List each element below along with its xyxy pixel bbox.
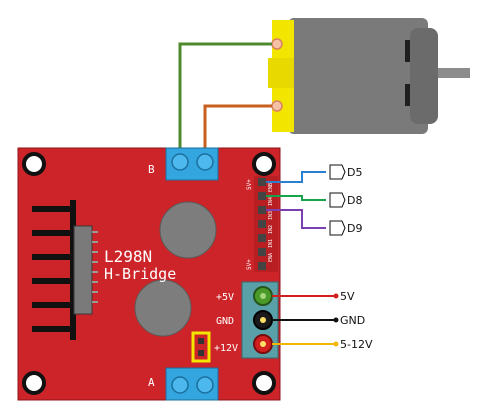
header-pin-label: ENB	[268, 183, 274, 192]
connector-d9	[329, 220, 346, 236]
header-pin	[258, 262, 266, 270]
motor-wire-orange	[203, 104, 272, 152]
mounting-hole	[22, 371, 46, 395]
dc-motor	[268, 18, 470, 134]
screw-terminal	[171, 376, 189, 394]
header-5v-label: 5V+	[246, 259, 253, 270]
motor-endcap	[410, 28, 438, 124]
wire-d8	[266, 195, 326, 201]
motor-slot	[405, 84, 410, 106]
header-5v-label: 5V+	[246, 179, 253, 190]
motor-slot	[405, 40, 410, 62]
header-pin-label: ENA	[268, 253, 274, 262]
power-label-gnd: GND	[216, 316, 234, 327]
header-pin	[258, 206, 266, 214]
power-label-12v: +12V	[214, 343, 238, 354]
capacitor	[159, 201, 217, 259]
motor-terminal	[271, 100, 283, 112]
heatsink	[32, 200, 98, 340]
capacitor	[134, 279, 192, 337]
terminal-b-label: B	[148, 163, 155, 176]
power-out-gnd: GND	[340, 314, 365, 327]
wire-d5	[266, 171, 326, 183]
power-out-12v: 5-12V	[340, 338, 373, 351]
motor-terminal	[271, 38, 283, 50]
header-pin	[258, 220, 266, 228]
screw-terminal	[196, 376, 214, 394]
terminal-a-label: A	[148, 376, 155, 389]
chip-name: L298N	[104, 247, 152, 266]
power-label-5v: +5V	[216, 292, 234, 303]
wire-d9	[266, 209, 326, 229]
header-pin	[258, 234, 266, 242]
l298n-board: B A L298N H-Bridg	[17, 147, 281, 401]
mounting-hole	[22, 152, 46, 176]
ic-chip	[73, 225, 93, 315]
mounting-hole	[252, 371, 276, 395]
screw-terminal	[171, 153, 189, 171]
header-pin-label: IN1	[268, 239, 274, 248]
motor-bushing	[268, 58, 294, 88]
connector-d8	[329, 192, 346, 208]
chip-subtitle: H-Bridge	[104, 265, 176, 283]
connector-d5	[329, 164, 346, 180]
header-pin-label: IN2	[268, 225, 274, 234]
motor-body	[288, 18, 428, 134]
motor-shaft	[430, 68, 470, 78]
header-pin	[258, 192, 266, 200]
signal-label-d5: D5	[347, 166, 362, 179]
jumper	[191, 331, 211, 363]
control-header: ENB IN4 IN3 IN2 IN1 ENA 5V+ 5V+	[246, 176, 278, 272]
header-pin-label: IN4	[268, 197, 274, 206]
header-pin-label: IN3	[268, 211, 274, 220]
screw-terminal	[196, 153, 214, 171]
power-out-5v: 5V	[340, 290, 355, 303]
header-pin	[258, 248, 266, 256]
signal-label-d9: D9	[347, 222, 362, 235]
board-pcb	[17, 147, 281, 401]
mounting-hole	[252, 152, 276, 176]
header-pin	[258, 178, 266, 186]
signal-label-d8: D8	[347, 194, 362, 207]
motor-wire-green	[178, 42, 272, 152]
